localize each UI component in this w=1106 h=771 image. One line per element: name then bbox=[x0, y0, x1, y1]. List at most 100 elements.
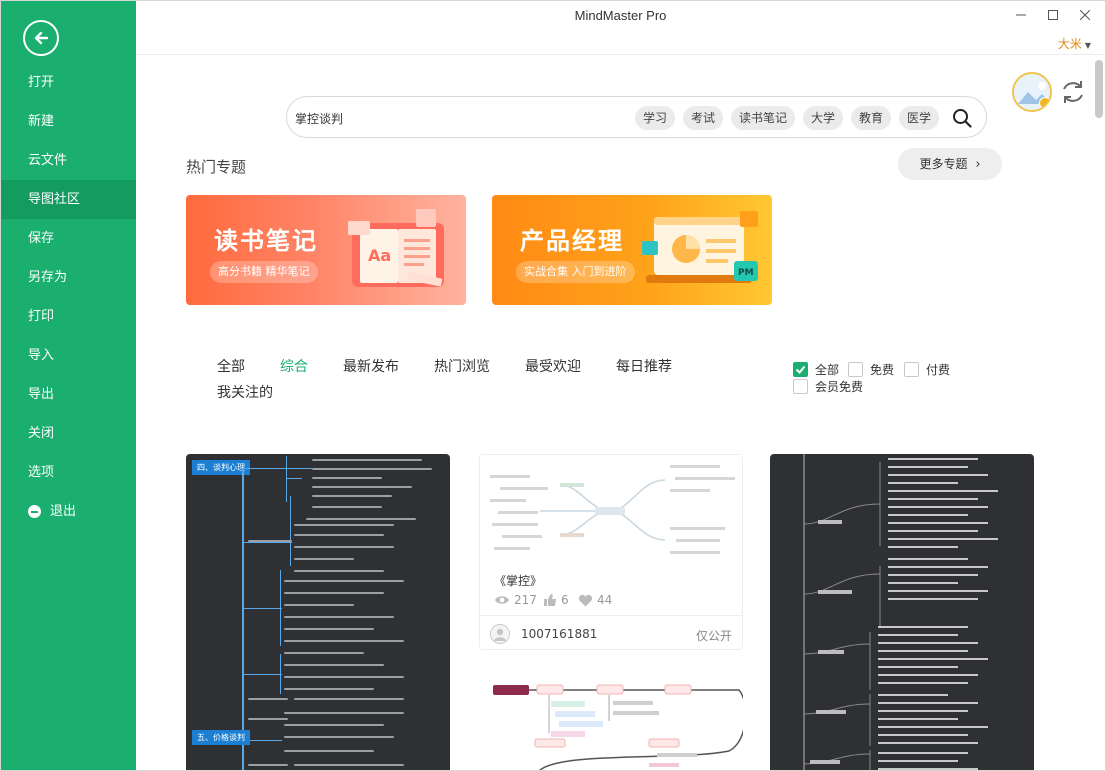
map-card-second[interactable] bbox=[479, 671, 747, 770]
sidebar-item-import[interactable]: 导入 bbox=[1, 336, 136, 375]
sidebar-item-label: 选项 bbox=[28, 465, 55, 480]
close-icon bbox=[1080, 10, 1090, 20]
checkbox[interactable] bbox=[793, 379, 808, 394]
map-node-label: 五、价格谈判 bbox=[192, 730, 250, 745]
maximize-button[interactable] bbox=[1037, 5, 1069, 25]
laptop-chart-illustration-icon: PM bbox=[642, 211, 758, 283]
tab-hot-views[interactable]: 热门浏览 bbox=[434, 359, 490, 375]
tab-all[interactable]: 全部 bbox=[217, 359, 245, 375]
user-icon bbox=[494, 628, 506, 641]
map-node-text bbox=[294, 698, 404, 700]
map-node-text bbox=[284, 640, 404, 642]
sidebar-item-label: 导图社区 bbox=[28, 192, 81, 207]
checkbox[interactable] bbox=[848, 362, 863, 377]
map-branch bbox=[242, 674, 282, 675]
sidebar-item-community[interactable]: 导图社区 bbox=[1, 180, 136, 219]
search-tag-university[interactable]: 大学 bbox=[803, 106, 844, 130]
refresh-button[interactable] bbox=[1059, 78, 1087, 106]
like-count[interactable]: 6 bbox=[543, 593, 569, 607]
filter-price-free[interactable]: 免费 bbox=[848, 361, 894, 378]
map-node-text bbox=[284, 604, 354, 606]
map-card-right[interactable] bbox=[770, 454, 1034, 770]
map-branch bbox=[242, 608, 282, 609]
title-bar: MindMaster Pro 大米▼ bbox=[136, 1, 1105, 55]
sidebar-item-cloud-files[interactable]: 云文件 bbox=[1, 141, 136, 180]
banner-reading-notes[interactable]: 读书笔记 高分书籍 精华笔记 Aa bbox=[186, 195, 466, 305]
checkbox-label: 免费 bbox=[870, 363, 895, 377]
sidebar-item-label: 保存 bbox=[28, 231, 55, 246]
map-node-text bbox=[294, 764, 404, 766]
banner-title: 产品经理 bbox=[520, 227, 624, 255]
search-tag-medicine[interactable]: 医学 bbox=[899, 106, 940, 130]
map-node-text bbox=[284, 676, 404, 678]
map-card-left[interactable]: 四、谈判心理 五、价格谈判 bbox=[186, 454, 450, 770]
sidebar-item-open[interactable]: 打开 bbox=[1, 63, 136, 102]
back-button[interactable] bbox=[23, 20, 59, 56]
checkbox-label: 全部 bbox=[815, 363, 840, 377]
close-window-button[interactable] bbox=[1069, 5, 1101, 25]
sidebar-item-label: 新建 bbox=[28, 114, 55, 129]
sidebar-item-exit[interactable]: 退出 bbox=[1, 492, 136, 531]
sidebar-item-new[interactable]: 新建 bbox=[1, 102, 136, 141]
banner-product-manager[interactable]: 产品经理 实战合集 入门到进阶 PM bbox=[492, 195, 772, 305]
map-node-text bbox=[294, 546, 394, 548]
sidebar-item-save[interactable]: 保存 bbox=[1, 219, 136, 258]
tab-most-popular[interactable]: 最受欢迎 bbox=[525, 359, 581, 375]
scrollbar[interactable] bbox=[1095, 56, 1103, 770]
check-icon bbox=[795, 365, 806, 374]
search-tag-study[interactable]: 学习 bbox=[635, 106, 676, 130]
tab-latest[interactable]: 最新发布 bbox=[343, 359, 399, 375]
avatar[interactable] bbox=[1012, 72, 1052, 112]
visibility-status: 仅公开 bbox=[695, 629, 732, 643]
sidebar-item-print[interactable]: 打印 bbox=[1, 297, 136, 336]
map-node-text bbox=[248, 764, 288, 766]
sidebar-item-close[interactable]: 关闭 bbox=[1, 414, 136, 453]
map-node-text bbox=[284, 736, 394, 738]
user-menu[interactable]: 大米▼ bbox=[1058, 35, 1091, 52]
tab-comprehensive[interactable]: 综合 bbox=[280, 359, 308, 375]
search-input[interactable] bbox=[295, 107, 615, 129]
svg-text:Aa: Aa bbox=[368, 246, 391, 265]
map-branch bbox=[242, 468, 312, 469]
map-branch bbox=[242, 542, 292, 543]
sidebar-item-label: 云文件 bbox=[28, 153, 68, 168]
svg-text:PM: PM bbox=[738, 268, 754, 278]
search-tag-exam[interactable]: 考试 bbox=[683, 106, 724, 130]
map-title: 《掌控》 bbox=[494, 574, 543, 588]
map-branch bbox=[280, 570, 281, 646]
map-card-featured[interactable]: 《掌控》 217 6 44 1007161881 仅公开 bbox=[479, 454, 743, 650]
checkbox-checked[interactable] bbox=[793, 362, 808, 377]
author-name[interactable]: 1007161881 bbox=[521, 627, 598, 641]
map-node-text bbox=[284, 750, 374, 752]
more-topics-button[interactable]: 更多专题 › bbox=[898, 148, 1002, 180]
author-avatar[interactable] bbox=[490, 624, 510, 644]
refresh-icon bbox=[1063, 81, 1083, 103]
thumbs-up-icon bbox=[544, 594, 556, 606]
map-node-text bbox=[248, 718, 288, 720]
search-button[interactable] bbox=[952, 108, 972, 128]
search-tag-reading-notes[interactable]: 读书笔记 bbox=[731, 106, 796, 130]
scrollbar-thumb[interactable] bbox=[1095, 60, 1103, 118]
filter-price-paid[interactable]: 付费 bbox=[904, 361, 950, 378]
map-branch bbox=[242, 468, 244, 770]
search-tag-education[interactable]: 教育 bbox=[851, 106, 892, 130]
sidebar-item-save-as[interactable]: 另存为 bbox=[1, 258, 136, 297]
minimize-button[interactable] bbox=[1005, 5, 1037, 25]
map-node-text bbox=[312, 495, 392, 497]
sidebar-item-options[interactable]: 选项 bbox=[1, 453, 136, 492]
sidebar-item-label: 打开 bbox=[28, 75, 55, 90]
map-branch bbox=[280, 654, 281, 694]
mindmap-thumbnail-image bbox=[490, 465, 735, 554]
filter-price-all[interactable]: 全部 bbox=[793, 361, 839, 378]
tab-daily-picks[interactable]: 每日推荐 bbox=[616, 359, 672, 375]
sidebar-item-export[interactable]: 导出 bbox=[1, 375, 136, 414]
minus-circle-icon bbox=[28, 505, 41, 518]
filter-price-member-free[interactable]: 会员免费 bbox=[793, 378, 863, 395]
tab-following[interactable]: 我关注的 bbox=[217, 385, 273, 401]
sidebar: 打开 新建 云文件 导图社区 保存 另存为 打印 导入 导出 关闭 选项 退出 bbox=[1, 1, 136, 770]
search-bar: 学习 考试 读书笔记 大学 教育 医学 bbox=[286, 96, 987, 138]
map-node-text bbox=[294, 570, 384, 572]
checkbox[interactable] bbox=[904, 362, 919, 377]
favorite-count[interactable]: 44 bbox=[578, 593, 612, 607]
